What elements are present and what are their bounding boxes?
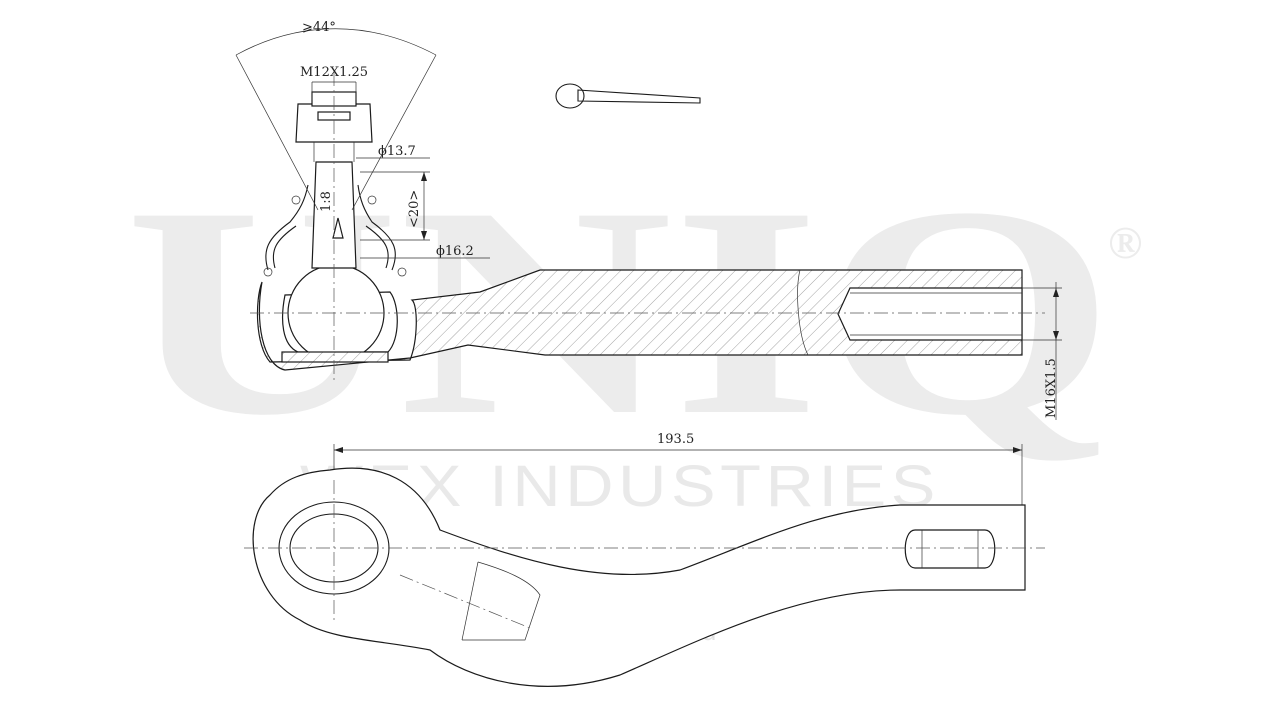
dimension-lines: ⩾44° M12X1.25 ϕ13.7 <20> 1:8 ϕ16.2 M16X1… [235, 20, 1062, 540]
plan-slot [904, 529, 996, 569]
taper-ratio-label: 1:8 [319, 191, 334, 212]
stud-thread-dimension: M12X1.25 [300, 65, 368, 80]
neck-diameter-dimension: ϕ16.2 [436, 244, 474, 259]
dust-boot [265, 184, 396, 271]
angle-dimension: ⩾44° [302, 20, 336, 35]
stud-diameter-dimension: ϕ13.7 [378, 144, 416, 159]
rod-thread-bore [837, 287, 1023, 341]
plan-view [244, 467, 1045, 687]
section-view [250, 72, 1045, 380]
cotter-pin [555, 83, 701, 109]
rod-thread-dimension: M16X1.5 [1044, 358, 1059, 418]
overall-length-dimension: 193.5 [657, 432, 694, 447]
taper-length-dimension: <20> [407, 190, 422, 228]
watermark-registered: ® [1108, 217, 1142, 268]
bottom-cap [281, 351, 389, 363]
ball-stud [311, 161, 357, 269]
tie-rod-plan-outline [252, 467, 1026, 687]
tie-rod-body-section [256, 269, 1023, 371]
